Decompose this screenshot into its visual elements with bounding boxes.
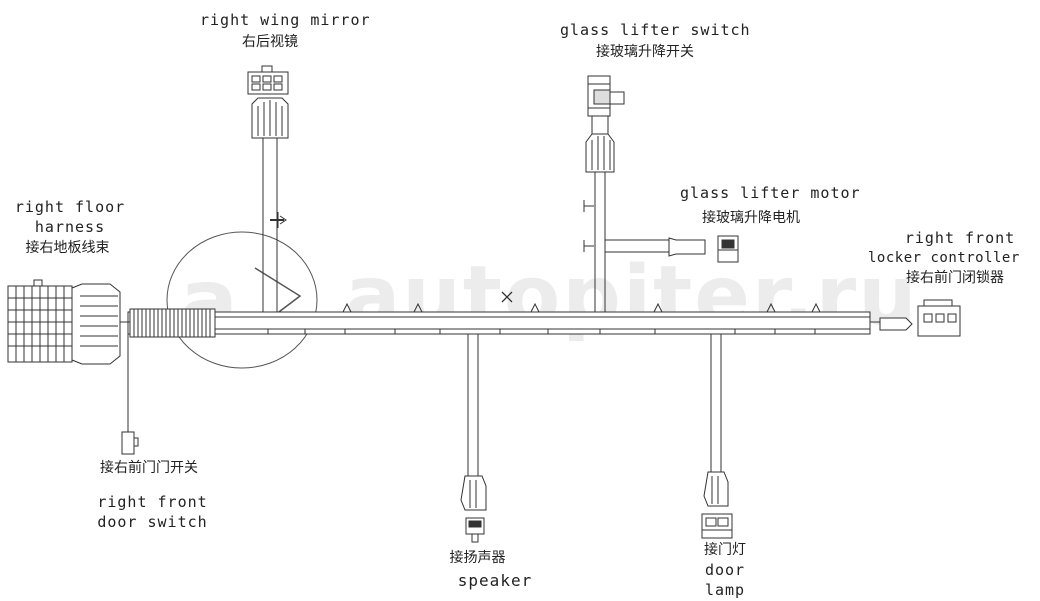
mirror-label-en: right wing mirror xyxy=(200,11,371,29)
locker-branch xyxy=(870,299,961,337)
floor-harness-label-cn: 接右地板线束 xyxy=(25,240,110,256)
lifter-motor-label-cn: 接玻璃升降电机 xyxy=(702,210,800,226)
locker-label-en-2: locker controller xyxy=(868,250,1020,266)
door-switch-label-en-1: right front xyxy=(97,493,208,511)
floor-harness-label-en-1: right floor xyxy=(14,198,126,216)
lifter-switch-label-cn: 接玻璃升降开关 xyxy=(596,44,694,60)
speaker-label-cn: 接扬声器 xyxy=(449,550,506,566)
main-trunk xyxy=(127,311,871,335)
door-switch-branch xyxy=(121,328,139,455)
mirror-branch xyxy=(247,65,289,312)
door-switch-label-cn: 接右前门门开关 xyxy=(100,460,198,476)
right-floor-connector xyxy=(7,279,130,365)
floor-harness-label-en-2: harness xyxy=(34,218,106,236)
speaker-label-en: speaker xyxy=(457,571,533,590)
trunk-clips xyxy=(337,291,826,313)
locker-label-en-1: right front xyxy=(904,229,1016,247)
door-switch-label-en-2: door switch xyxy=(97,513,208,531)
lifter-motor-label-en: glass lifter motor xyxy=(680,184,861,202)
watermark-logo-ring xyxy=(166,231,318,369)
door-lamp-branch xyxy=(701,334,733,539)
door-lamp-label-en-2: lamp xyxy=(704,581,746,599)
mirror-label-cn: 右后视镜 xyxy=(242,34,298,50)
door-lamp-label-en-1: door xyxy=(704,561,746,579)
door-lamp-label-cn: 接门灯 xyxy=(704,542,746,558)
lifter-switch-label-en: glass lifter switch xyxy=(560,21,751,39)
lifter-branch xyxy=(583,75,739,312)
corrugated-sleeve xyxy=(129,308,216,338)
locker-label-cn: 接右前门闭锁器 xyxy=(906,270,1004,286)
speaker-branch xyxy=(460,334,487,543)
